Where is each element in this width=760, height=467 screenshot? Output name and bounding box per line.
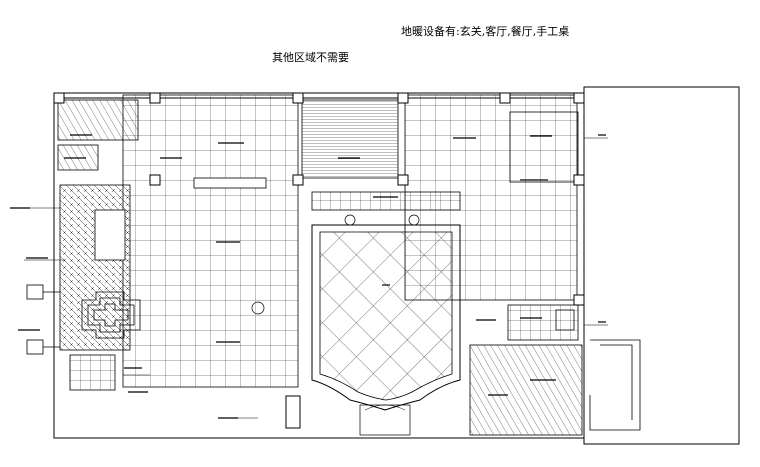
bottom-left-tiles [69,354,116,391]
right-lower-room-wood [469,344,583,436]
drawing-label-marks [10,134,606,419]
corridor-bar [311,191,461,211]
living-cabinet [193,177,267,189]
central-hall-diamond [311,214,461,436]
living-column [251,301,265,315]
stair-core [94,209,126,261]
corridor-striped [301,99,399,179]
fireplace-fretwork [81,291,141,339]
heating-equipment-note: 地暖设备有:玄关,客厅,餐厅,手工桌 [401,25,570,38]
right-stair-block [507,304,579,341]
living-room-tiles [122,94,299,388]
right-upper-alcove [509,111,579,183]
other-areas-note: 其他区域不需要 [272,51,349,64]
top-left-room-wood [57,99,139,141]
wall-columns [53,92,585,429]
terrace-outline [589,339,641,431]
exterior-units [26,284,575,355]
